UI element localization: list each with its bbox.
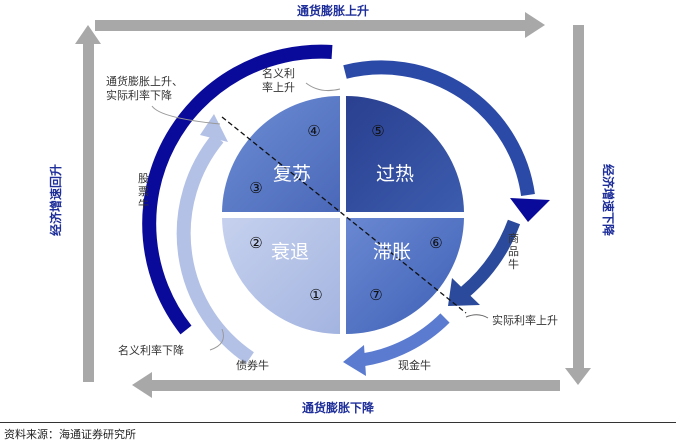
axis-bottom-label: 通货膨胀下降 bbox=[302, 400, 375, 415]
inflation-up-arrow bbox=[95, 12, 545, 38]
annotation-nominal-up-2: 率上升 bbox=[262, 80, 295, 94]
stock-bull-label: 股 票 牛 bbox=[138, 172, 149, 211]
annotation-nominal-down: 名义利率下降 bbox=[118, 343, 184, 357]
axis-top-label: 通货膨胀上升 bbox=[297, 3, 369, 18]
stage-6: ⑥ bbox=[429, 234, 442, 252]
recovery-label: 复苏 bbox=[273, 163, 311, 185]
axis-left-label: 经济增速回升 bbox=[48, 164, 63, 236]
overheat-label: 过热 bbox=[376, 163, 414, 185]
annotation-inflation-up: 通货膨胀上升、 bbox=[106, 74, 183, 88]
svg-text:牛: 牛 bbox=[138, 197, 149, 211]
growth-down-arrow bbox=[565, 25, 591, 385]
stage-7: ⑦ bbox=[369, 286, 382, 304]
svg-text:品: 品 bbox=[508, 245, 519, 258]
recession-label: 衰退 bbox=[271, 241, 309, 263]
commodity-bull-label: 商 品 牛 bbox=[508, 231, 519, 271]
stagflation-label: 滞胀 bbox=[373, 241, 411, 263]
quadrant-overheat bbox=[346, 96, 464, 212]
axis-right-label: 经济增速下降 bbox=[601, 164, 616, 237]
svg-text:商: 商 bbox=[508, 231, 519, 245]
inflation-down-arrow bbox=[132, 372, 560, 398]
svg-text:牛: 牛 bbox=[508, 257, 519, 271]
stage-2: ② bbox=[249, 234, 262, 252]
stage-3: ③ bbox=[249, 179, 262, 197]
quadrant-recovery bbox=[222, 95, 340, 212]
stage-5: ⑤ bbox=[371, 122, 384, 140]
svg-text:票: 票 bbox=[138, 185, 149, 198]
source-note: 资料来源：海通证券研究所 bbox=[4, 428, 136, 441]
svg-text:股: 股 bbox=[138, 172, 149, 185]
annotation-real-rate-down: 实际利率下降 bbox=[106, 88, 172, 102]
annotation-nominal-up-1: 名义利 bbox=[262, 66, 295, 80]
growth-up-arrow bbox=[75, 25, 101, 382]
overheat-arc-arrow bbox=[343, 60, 535, 196]
stage-4: ④ bbox=[307, 122, 320, 140]
quadrant-stagflation bbox=[346, 218, 464, 334]
bond-bull-label: 债券牛 bbox=[236, 358, 269, 372]
navy-cycle-arc bbox=[142, 44, 333, 335]
annotation-real-rate-up: 实际利率上升 bbox=[492, 313, 558, 327]
rate-divider-line bbox=[221, 116, 467, 314]
divider bbox=[0, 422, 676, 423]
quadrant-recession bbox=[222, 218, 340, 335]
stagflation-arc-arrow bbox=[360, 313, 450, 367]
stage-1: ① bbox=[309, 286, 322, 304]
cash-bull-label: 现金牛 bbox=[398, 358, 431, 372]
